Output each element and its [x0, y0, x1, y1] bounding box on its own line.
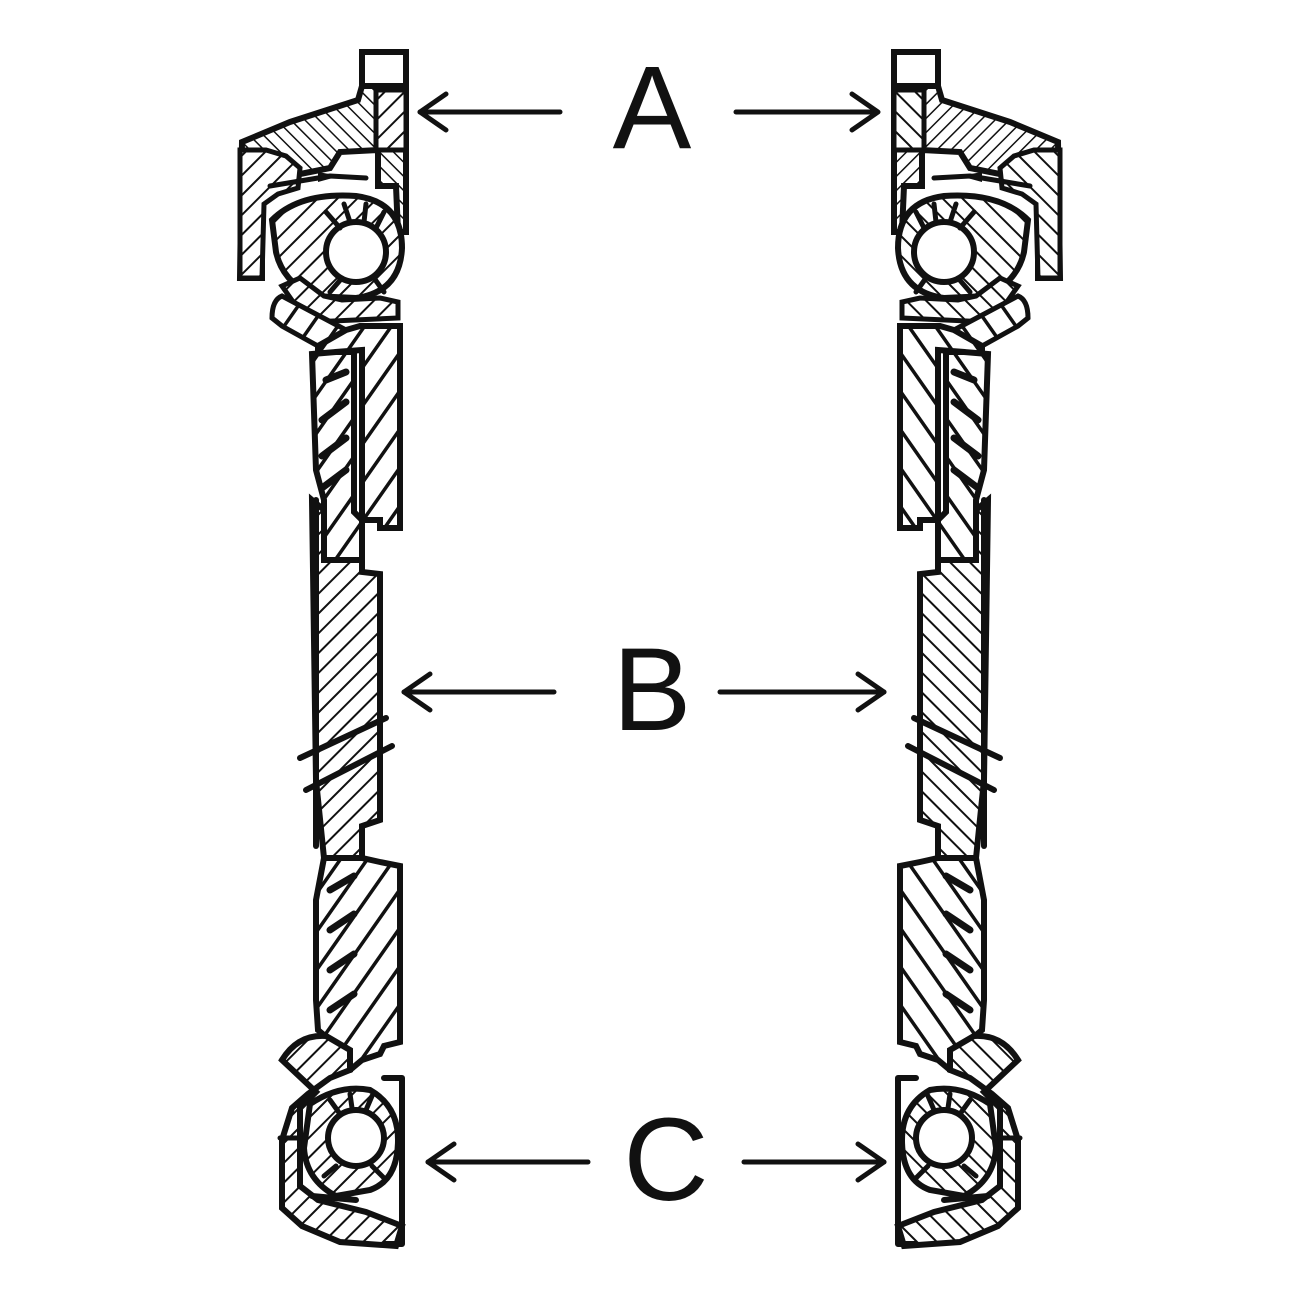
label-c: C — [623, 1094, 708, 1226]
label-c-group: C — [425, 1094, 887, 1226]
label-b-group: B — [401, 624, 887, 756]
label-a-group: A — [417, 42, 881, 174]
label-a: A — [613, 42, 692, 174]
left-headset-section — [240, 52, 406, 1246]
label-b: B — [613, 624, 692, 756]
right-headset-section — [894, 52, 1060, 1246]
